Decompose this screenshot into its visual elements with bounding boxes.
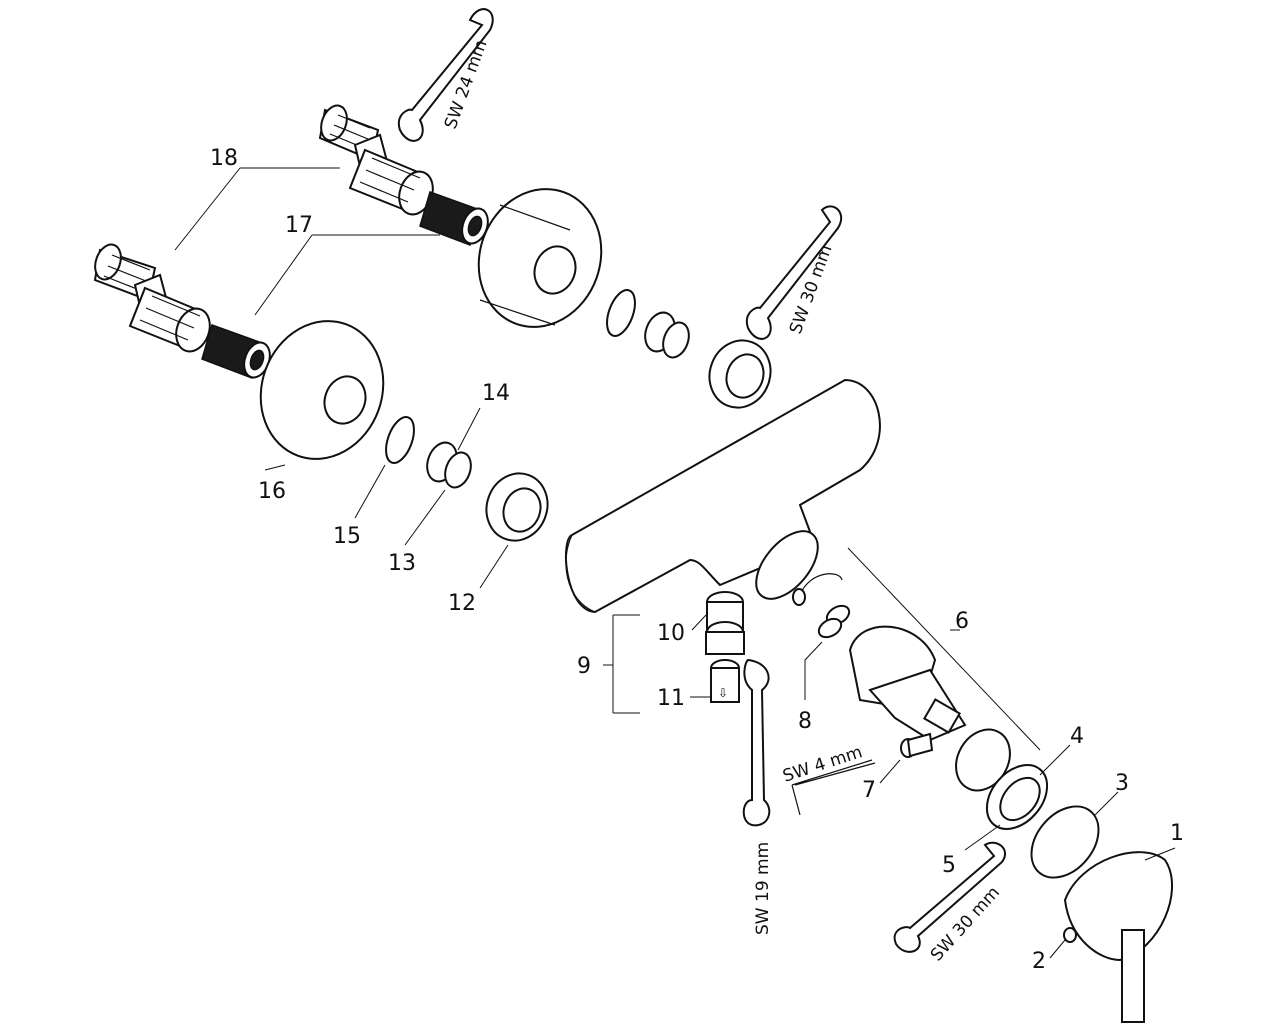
- label-16: 16: [258, 479, 286, 504]
- label-7: 7: [862, 778, 876, 803]
- rosette-bottom: [259, 320, 385, 460]
- label-9: 9: [577, 654, 591, 679]
- union-nut-top: [708, 339, 772, 409]
- wrench-sw30-top: [745, 205, 843, 340]
- svg-text:⇩: ⇩: [718, 686, 728, 700]
- union-fitting-bottom: [426, 441, 472, 489]
- label-14: 14: [482, 381, 510, 406]
- o-ring-top: [606, 289, 636, 337]
- label-10: 10: [657, 621, 685, 646]
- allen-key-label: SW 4 mm: [780, 742, 864, 786]
- wrench-sw30-bottom: [893, 841, 1006, 953]
- leader-lines: [174, 167, 1176, 959]
- allen-key: [791, 759, 876, 816]
- label-6: 6: [955, 609, 969, 634]
- wrench-sw19: [742, 658, 771, 827]
- o-rings-small: [817, 604, 851, 639]
- label-17: 17: [285, 213, 313, 238]
- label-15: 15: [333, 524, 361, 549]
- label-12: 12: [448, 591, 476, 616]
- wrench-sw24: [397, 8, 494, 142]
- grub-screw: [900, 732, 934, 758]
- mixer-body: [565, 378, 881, 614]
- check-valve-top: [419, 191, 489, 246]
- cartridge-nut: [955, 728, 1011, 792]
- label-3: 3: [1115, 771, 1129, 796]
- sleeve-3: [1030, 805, 1100, 879]
- label-1: 1: [1170, 821, 1184, 846]
- o-ring-bottom: [385, 416, 415, 464]
- s-union-top: [318, 104, 434, 216]
- union-nut-bottom: [485, 472, 549, 542]
- union-fitting-top: [644, 311, 690, 359]
- label-11: 11: [657, 686, 685, 711]
- screw-clip: [792, 573, 843, 606]
- label-4: 4: [1070, 724, 1084, 749]
- flow-limiter: [705, 591, 745, 655]
- rosette-top: [477, 188, 603, 328]
- thermostatic-cartridge: [848, 625, 967, 742]
- label-8: 8: [798, 709, 812, 734]
- screw-2: [1063, 927, 1077, 943]
- label-5: 5: [942, 853, 956, 878]
- label-18: 18: [210, 146, 238, 171]
- check-valve-bottom: [201, 324, 271, 379]
- wrench-sw19-label: SW 19 mm: [753, 842, 773, 935]
- label-13: 13: [388, 551, 416, 576]
- s-union-bottom: [93, 243, 211, 353]
- handle-1: [1063, 851, 1174, 1023]
- check-valve-insert: ⇩: [710, 659, 740, 703]
- ring-4: [985, 764, 1049, 830]
- label-2: 2: [1032, 949, 1046, 974]
